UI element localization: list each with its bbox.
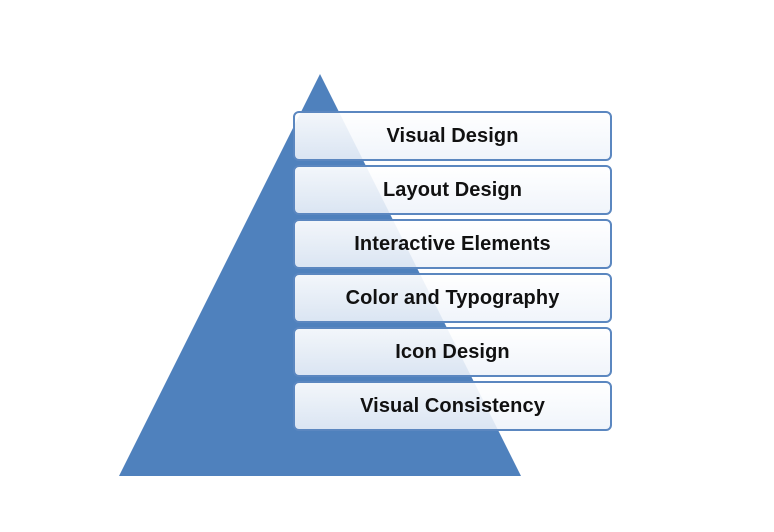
level-box-interactive-elements: Interactive Elements bbox=[293, 219, 612, 269]
level-box-color-and-typography: Color and Typography bbox=[293, 273, 612, 323]
level-label: Visual Design bbox=[386, 124, 519, 147]
level-box-icon-design: Icon Design bbox=[293, 327, 612, 377]
level-box-layout-design: Layout Design bbox=[293, 165, 612, 215]
level-label: Icon Design bbox=[395, 340, 510, 363]
level-label: Layout Design bbox=[382, 178, 523, 201]
level-box-visual-consistency: Visual Consistency bbox=[293, 381, 612, 431]
level-label: Interactive Elements bbox=[354, 232, 551, 255]
level-label: Color and Typography bbox=[345, 286, 560, 309]
level-label: Visual Consistency bbox=[360, 394, 545, 417]
pyramid-levels: Visual Design Layout Design Interactive … bbox=[293, 111, 612, 435]
level-box-visual-design: Visual Design bbox=[293, 111, 612, 161]
